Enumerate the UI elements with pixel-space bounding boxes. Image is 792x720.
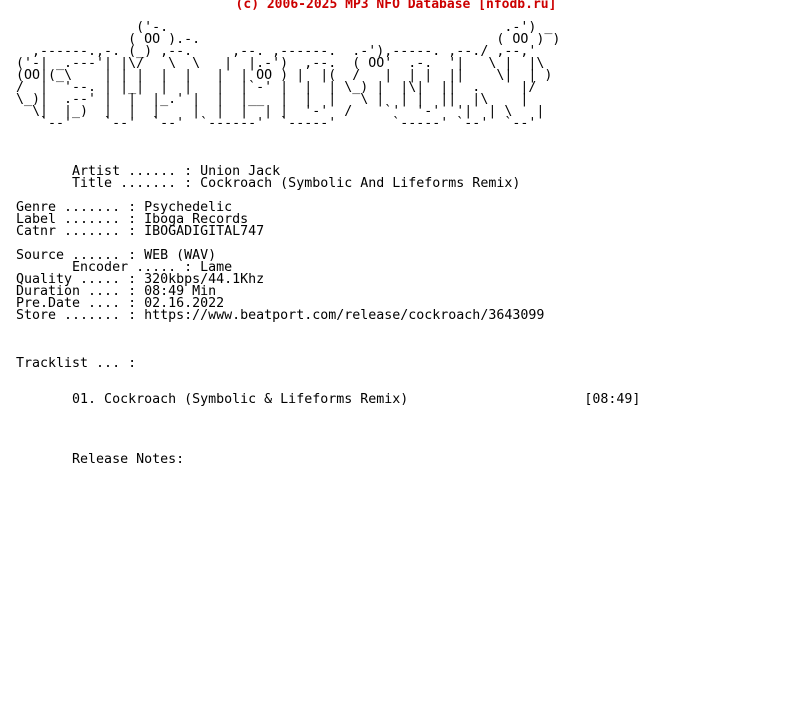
store-line: Store ....... : https://www.beatport.com…	[16, 308, 545, 323]
blank-line	[16, 130, 640, 142]
blank-line	[16, 406, 640, 418]
logo-line: / | '--. | |_| | | | |`-' | | | \_) | |\…	[16, 80, 545, 95]
source-line: Source ...... : WEB (WAV)	[16, 248, 217, 263]
blank-line	[16, 322, 640, 334]
logo-line: \_)| .--' | | |_.' | | |__ | | | \ | | |…	[16, 92, 545, 107]
catnr-line: Catnr ....... : IBOGADIGITAL747	[16, 224, 265, 239]
predate-line: Pre.Date .... : 02.16.2022	[16, 296, 225, 311]
blank-line	[16, 370, 640, 382]
genre-line: Genre ....... : Psychedelic	[16, 200, 233, 215]
logo-line: ( OO ).-. ( OO ) )	[16, 32, 561, 47]
label-line: Label ....... : Iboga Records	[16, 212, 249, 227]
encoder-line: Encoder ..... : Lame	[16, 260, 233, 275]
blank-line	[16, 142, 640, 154]
nfo-text: ('-. .-') _ ( OO ).-. ( OO ) ) ,------.,…	[16, 20, 641, 467]
blank-line	[16, 334, 640, 346]
logo-line: ('-. .-') _	[16, 20, 561, 35]
blank-line	[16, 418, 640, 430]
duration-line: Duration .... : 08:49 Min	[16, 284, 217, 299]
release-notes-heading: Release Notes:	[16, 452, 185, 467]
track-line: 01. Cockroach (Symbolic & Lifeforms Remi…	[16, 392, 641, 407]
site-header: (c) 2006-2025 MP3 NFO Database [nfodb.ru…	[235, 0, 557, 12]
logo-line: \| |_) | | | | | | | | '-' / `' '-' '| |…	[16, 104, 561, 119]
blank-line	[16, 430, 640, 442]
title-line: Title ....... : Cockroach (Symbolic And …	[16, 176, 521, 191]
logo-line: ,------.,-. (_) ,--. ,--. ,------. .-'),…	[16, 44, 537, 59]
logo-line: ('-| _.---'| |\/ \ \ | |.-') ,--. ( OO' …	[16, 56, 545, 71]
quality-line: Quality ..... : 320kbps/44.1Khz	[16, 272, 265, 287]
logo-line: (OO|(_\ | | | | | | | OO ) | |( / | | | …	[16, 68, 553, 83]
artist-line: Artist ...... : Union Jack	[16, 164, 281, 179]
logo-line: `--' `--' `--' `------' `-----' `-----' …	[16, 116, 553, 131]
tracklist-heading: Tracklist ... :	[16, 356, 137, 371]
